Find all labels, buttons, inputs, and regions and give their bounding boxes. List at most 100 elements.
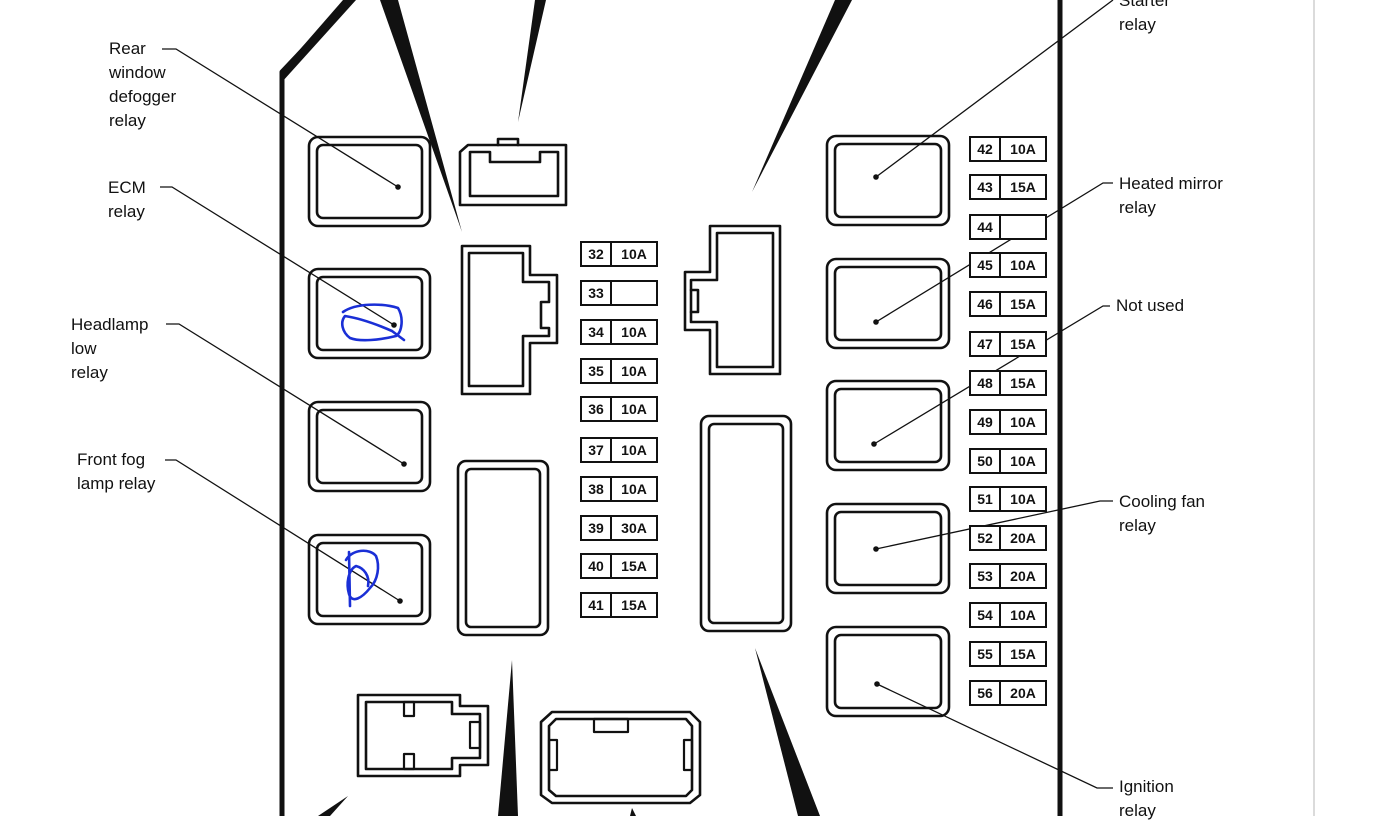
relay-cooling-fan [825,502,951,595]
label-headlamp-low-relay: Headlamp low relay [71,313,149,385]
label-ecm-relay: ECM relay [108,176,146,224]
label-line: relay [1119,516,1156,535]
label-line: Ignition [1119,777,1174,796]
fuse-rating: 10A [1001,409,1047,435]
fuse-rating: 15A [1001,370,1047,396]
fuse-rating: 10A [612,358,658,384]
fuse-rating: 20A [1001,563,1047,589]
fuse-number: 38 [580,476,612,502]
fuse-number: 48 [969,370,1001,396]
label-line: relay [108,202,145,221]
fuse-number: 41 [580,592,612,618]
label-line: Headlamp [71,315,149,334]
label-line: Heated mirror [1119,174,1223,193]
fuse-rating: 10A [612,437,658,463]
label-line: Not used [1116,296,1185,315]
fuse-rating: 30A [612,515,658,541]
fuse-rating: 10A [1001,602,1047,628]
fuse-cell: 44 [969,214,1047,240]
fuse-cell: 33 [580,280,658,306]
fuse-number: 50 [969,448,1001,474]
label-line: window [109,63,166,82]
fuse-number: 54 [969,602,1001,628]
label-line: relay [1119,801,1156,820]
slot-tall-right [699,414,793,633]
connector-bottom-left [356,693,490,778]
fuse-number: 45 [969,252,1001,278]
label-line: Cooling fan [1119,492,1206,511]
label-line: Rear [109,39,146,58]
label-line: relay [1119,15,1156,34]
fuse-number: 42 [969,136,1001,162]
relay-front-fog-lamp [307,533,432,626]
relay-starter [825,134,951,227]
label-starter-relay: Starter relay [1119,0,1170,37]
fuse-rating: 20A [1001,680,1047,706]
fuse-rating: 10A [1001,136,1047,162]
fuse-number: 44 [969,214,1001,240]
fuse-number: 43 [969,174,1001,200]
leader-dots [391,174,880,687]
label-line: relay [109,111,146,130]
label-line: Starter [1119,0,1171,10]
fuse-number: 33 [580,280,612,306]
fuse-number: 34 [580,319,612,345]
fuse-number: 40 [580,553,612,579]
fuse-rating: 15A [612,592,658,618]
relay-ignition [825,625,951,718]
connector-right-vertical [683,224,782,376]
fuse-number: 53 [969,563,1001,589]
label-line: low [71,339,97,358]
relay-heated-mirror [825,257,951,350]
fuse-number: 49 [969,409,1001,435]
fuse-rating [612,280,658,306]
fuse-number: 56 [969,680,1001,706]
label-line: relay [1119,198,1156,217]
housing-left-edge [279,0,353,816]
label-cooling-fan-relay: Cooling fan relay [1119,490,1205,538]
fuse-number: 37 [580,437,612,463]
fuse-number: 55 [969,641,1001,667]
leader-lines [160,0,1114,789]
fuse-rating: 10A [1001,448,1047,474]
label-not-used: Not used [1116,294,1184,318]
fuse-rating [1001,214,1047,240]
connector-top [458,137,568,207]
fuse-number: 51 [969,486,1001,512]
fuse-rating: 10A [612,241,658,267]
label-line: Front fog [77,450,146,469]
fuse-rating: 10A [612,319,658,345]
connector-left-vertical [460,244,559,396]
handwritten-mark-ecm [340,303,406,342]
fuse-rating: 15A [1001,291,1047,317]
fuse-rating: 15A [1001,174,1047,200]
label-front-fog-lamp-relay: Front fog lamp relay [77,448,155,496]
fuse-rating: 10A [1001,486,1047,512]
fuse-rating: 10A [612,476,658,502]
fuse-number: 52 [969,525,1001,551]
slot-tall-left [456,459,550,637]
